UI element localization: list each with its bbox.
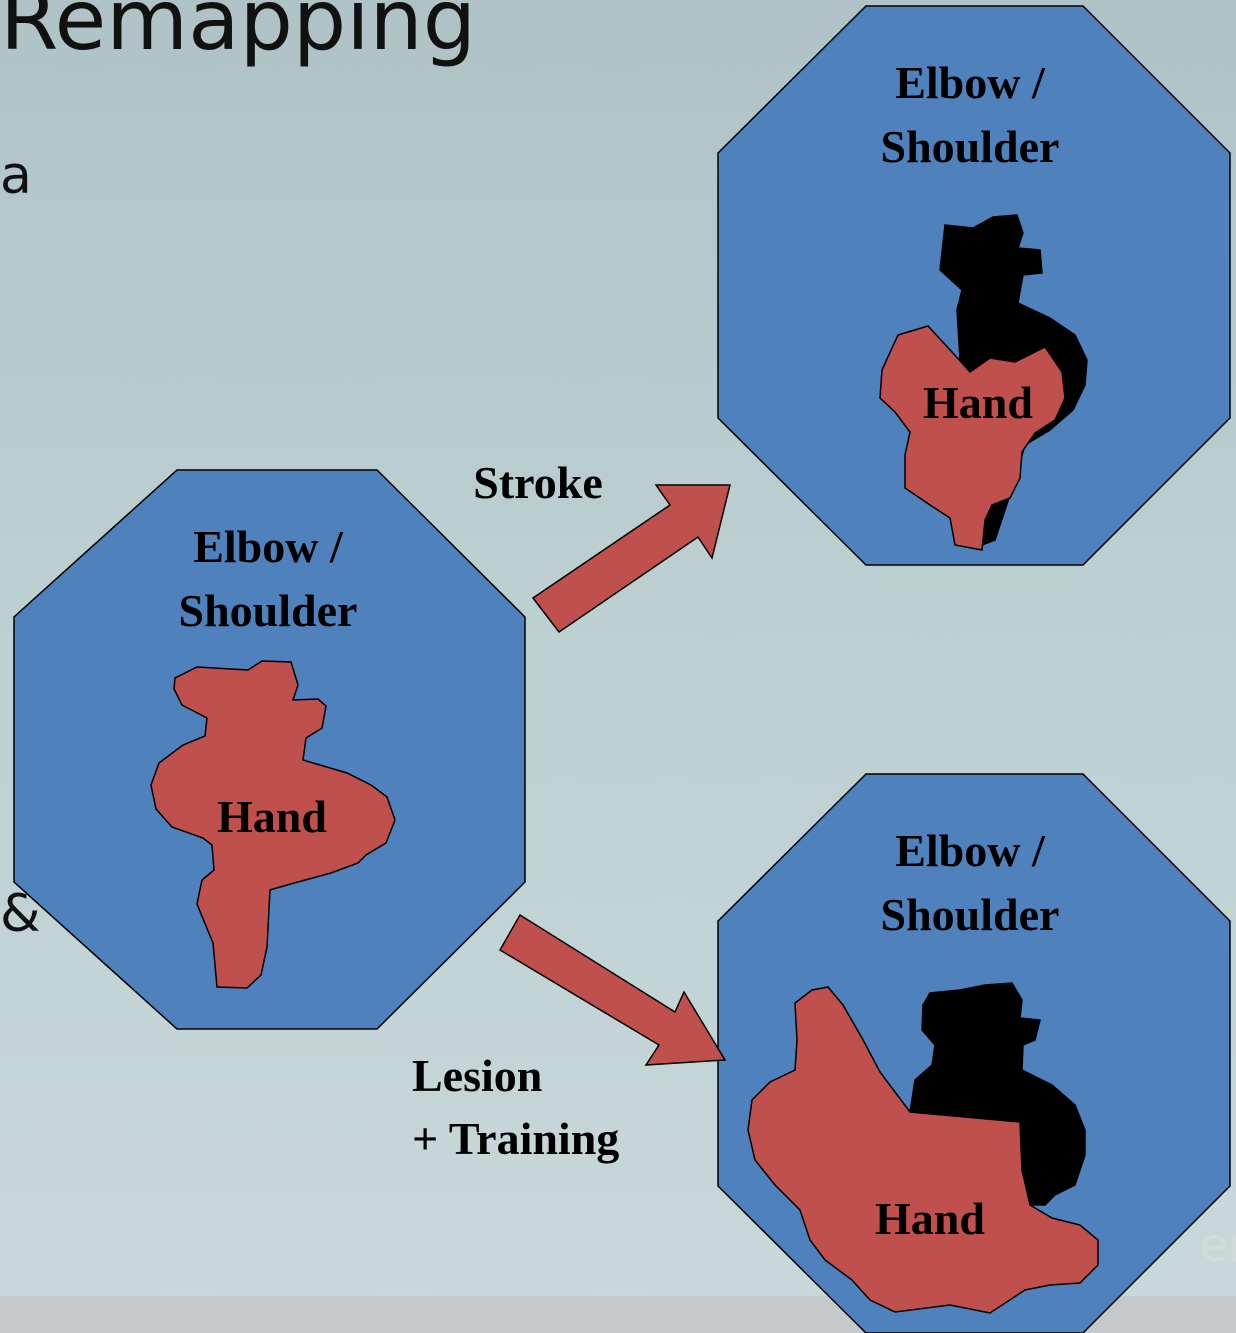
source-hand-label: Hand bbox=[217, 791, 327, 842]
stroke-hand-label: Hand bbox=[923, 377, 1033, 428]
source-map: Elbow / Shoulder Hand bbox=[14, 470, 525, 1029]
stroke-region-label-line2: Shoulder bbox=[881, 121, 1060, 172]
training-arrow-label-line1: Lesion bbox=[412, 1050, 542, 1101]
training-hand-label: Hand bbox=[875, 1193, 985, 1244]
stroke-region-label-line1: Elbow / bbox=[895, 57, 1046, 108]
training-arrow bbox=[500, 915, 725, 1065]
stroke-arrow-label: Stroke bbox=[473, 457, 603, 508]
training-arrow-label-line2: + Training bbox=[412, 1113, 619, 1164]
training-region-label-line1: Elbow / bbox=[895, 825, 1046, 876]
source-region-label-line1: Elbow / bbox=[193, 521, 344, 572]
training-outcome-map: Elbow / Shoulder Hand bbox=[718, 774, 1230, 1333]
stroke-outcome-map: Elbow / Shoulder Hand bbox=[718, 6, 1230, 565]
training-region-label-line2: Shoulder bbox=[881, 889, 1060, 940]
source-region-label-line2: Shoulder bbox=[179, 585, 358, 636]
